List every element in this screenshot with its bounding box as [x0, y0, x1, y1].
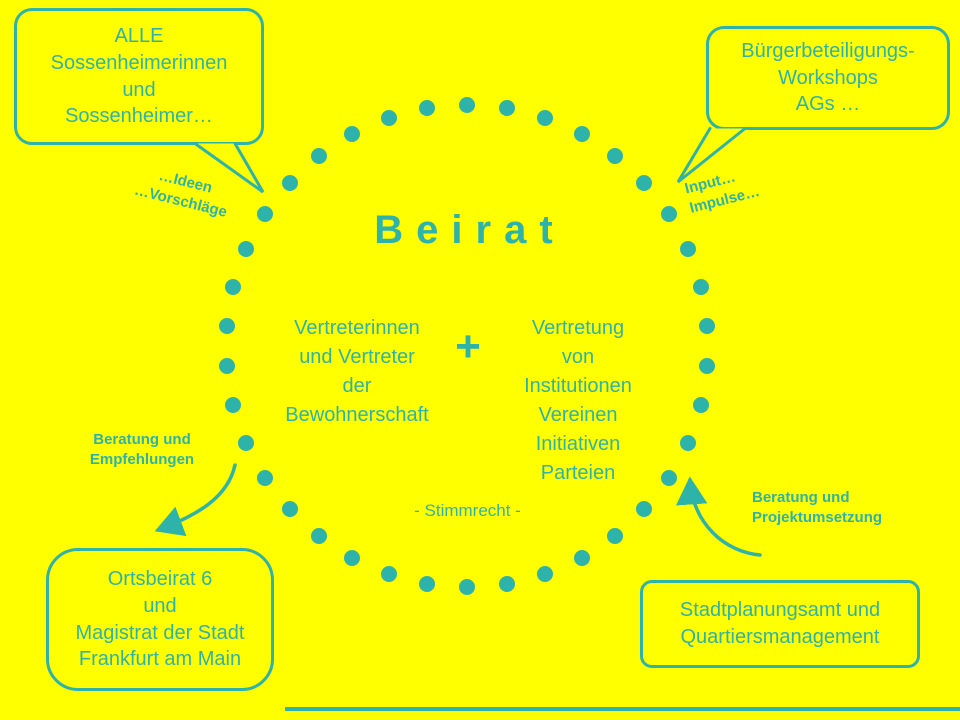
ring-dot [459, 97, 475, 113]
ring-dot [537, 565, 554, 582]
plus-sign: + [455, 322, 481, 371]
ring-dot [699, 357, 716, 374]
ring-dot [573, 549, 590, 566]
ring-dot [498, 575, 515, 592]
ring-dot [679, 434, 696, 451]
ring-dot [281, 174, 298, 191]
bottom-divider [285, 707, 960, 711]
ring-dot [636, 174, 653, 191]
label-advice-recommendations: Beratung und Empfehlungen [89, 431, 195, 468]
callout-workshops: Bürgerbeteiligungs- Workshops AGs … [706, 26, 950, 130]
ring-dot [419, 575, 436, 592]
ring-dot [636, 501, 653, 518]
ring-dot [310, 528, 327, 545]
ring-dot [692, 278, 709, 295]
label-advice-implementation: Beratung und Projektumsetzung [752, 489, 883, 526]
ring-dot [218, 357, 235, 374]
ring-dot [498, 100, 515, 117]
label-ideas-suggestions: …Ideen …Vorschläge [132, 167, 229, 221]
ring-dot [679, 241, 696, 258]
ring-dot [225, 397, 242, 414]
ring-dot [281, 501, 298, 518]
ring-dot [692, 397, 709, 414]
ring-dot [238, 434, 255, 451]
callout-all-sossenheimer: ALLE Sossenheimerinnen und Sossenheimer… [14, 8, 264, 145]
ring-dot [699, 318, 716, 335]
voting-rights-note: - Stimmrecht - [414, 501, 521, 520]
ring-dot [225, 278, 242, 295]
ring-dot [238, 241, 255, 258]
callout-stadtplanungsamt: Stadtplanungsamt und Quartiersmanagement [640, 580, 920, 668]
callout-ortsbeirat: Ortsbeirat 6 und Magistrat der Stadt Fra… [46, 548, 274, 691]
diagram-title: Beirat [374, 208, 566, 252]
institutions-representation-text: Vertretung von Institutionen Vereinen In… [524, 317, 632, 484]
ring-dot [380, 565, 397, 582]
ring-dot [607, 528, 624, 545]
ring-dot [310, 147, 327, 164]
ring-dot [573, 126, 590, 143]
ring-dot [459, 579, 475, 595]
ring-dot [537, 110, 554, 127]
residents-representatives-text: Vertreterinnen und Vertreter der Bewohne… [285, 317, 429, 426]
label-input-impulses: Input… Impulse… [683, 168, 762, 217]
ring-dot [344, 549, 361, 566]
ring-dot [607, 147, 624, 164]
ring-dot [218, 318, 235, 335]
ring-dot [660, 469, 677, 486]
ring-dot [660, 206, 677, 223]
ring-dot [257, 206, 274, 223]
ring-dot [380, 110, 397, 127]
ring-dot [419, 100, 436, 117]
ring-dot [257, 469, 274, 486]
ring-dot [344, 126, 361, 143]
